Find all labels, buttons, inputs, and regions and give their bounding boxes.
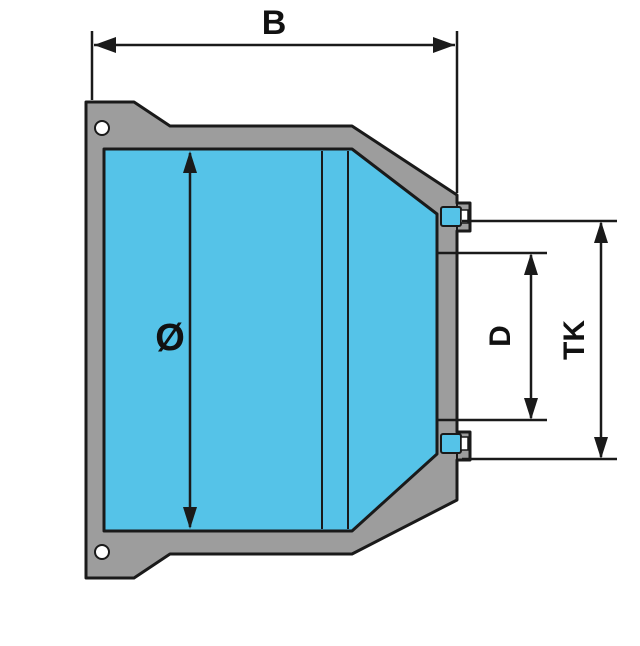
- rim-notch-top: [94, 120, 110, 136]
- dim-diameter-arrow-up-icon: [183, 151, 197, 173]
- dim-diameter-arrow-down-icon: [183, 507, 197, 529]
- dim-d-arrow-down-icon: [524, 398, 538, 420]
- bolt-hole-counterbore-bottom: [460, 436, 469, 451]
- bolt-hole-top: [440, 206, 462, 227]
- bolt-hole-bottom: [440, 433, 462, 454]
- dim-d-label: D: [484, 325, 517, 347]
- rim-notch-bottom: [94, 544, 110, 560]
- dim-b-label: B: [262, 4, 287, 42]
- dim-tk-arrow-down-icon: [594, 437, 608, 459]
- bolt-hole-counterbore-top: [460, 209, 469, 224]
- dim-diameter-label: Ø: [155, 317, 185, 359]
- dim-b-arrow-left-icon: [94, 37, 116, 53]
- dim-d-arrow-up-icon: [524, 253, 538, 275]
- dim-tk-arrow-up-icon: [594, 221, 608, 243]
- drum-bore-cavity: [102, 147, 439, 533]
- dim-tk-label: TK: [558, 320, 591, 360]
- dim-b-arrow-right-icon: [433, 37, 455, 53]
